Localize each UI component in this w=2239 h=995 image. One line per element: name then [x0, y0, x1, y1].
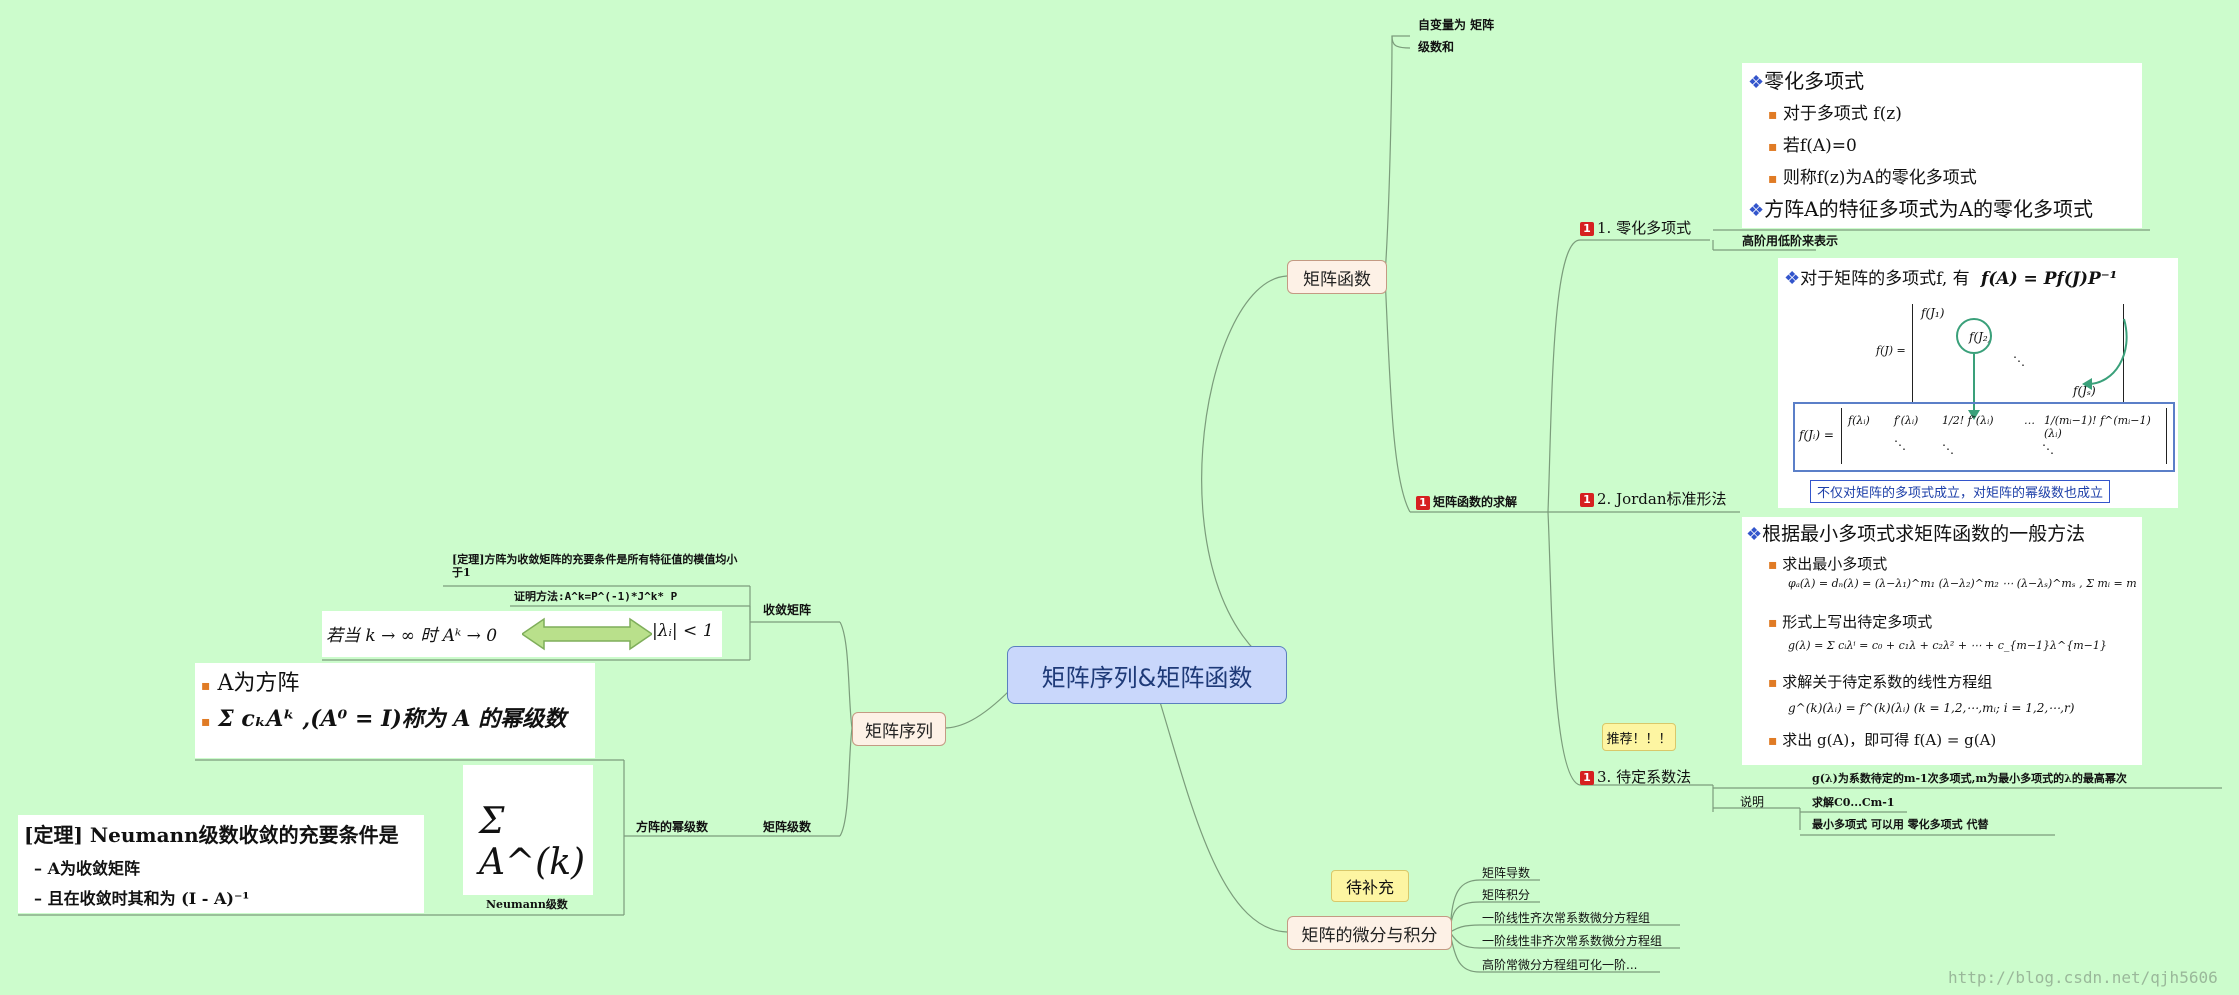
- mf-sub-series-sum[interactable]: 级数和: [1418, 40, 1455, 54]
- mf-sub-variable[interactable]: 自变量为 矩阵: [1418, 18, 1495, 32]
- jordan-formula: f(A) = Pf(J)P⁻¹: [1981, 269, 2118, 289]
- calc-item-integral[interactable]: 矩阵积分: [1482, 888, 1531, 902]
- square-bullet-icon: ▪: [201, 678, 211, 694]
- zero-poly-sub[interactable]: 高阶用低阶来表示: [1742, 234, 1839, 248]
- neumann-b2: – 且在收敛时其和为 (I - A)⁻¹: [34, 889, 250, 908]
- convergent-proof[interactable]: 证明方法:A^k=P^(-1)*J^k* P: [514, 590, 678, 603]
- convergent-card: 若当 k → ∞ 时 Aᵏ → 0 |λᵢ| < 1: [322, 611, 722, 657]
- square-bullet-icon: ▪: [1768, 107, 1778, 123]
- calc-item-derivative[interactable]: 矩阵导数: [1482, 866, 1531, 880]
- double-arrow-icon: [522, 617, 652, 651]
- fj-entry-1: f(J₁): [1921, 306, 1945, 320]
- matrix-function-label: 矩阵函数: [1303, 269, 1371, 290]
- neumann-theorem-card: [定理] Neumann级数收敛的充要条件是 – A为收敛矩阵 – 且在收敛时其…: [18, 815, 424, 913]
- undetermined-card: ❖根据最小多项式求矩阵函数的一般方法 ▪ 求出最小多项式 φₐ(λ) = dₙ(…: [1742, 517, 2142, 765]
- matrix-function-node[interactable]: 矩阵函数: [1287, 260, 1387, 294]
- und-h1: ❖根据最小多项式求矩阵函数的一般方法: [1746, 523, 2086, 545]
- recommend-tag: 推荐！！！: [1602, 723, 1676, 751]
- und-b2: ▪ 形式上写出待定多项式: [1768, 613, 1933, 631]
- fji-term-3: …: [2024, 414, 2035, 427]
- diamond-bullet-icon: ❖: [1748, 72, 1765, 93]
- watermark: http://blog.csdn.net/qjh5606: [1948, 968, 2218, 987]
- zero-poly-card: ❖零化多项式 ▪ 对于多项式 f(z) ▪ 若f(A)=0 ▪ 则称f(z)为A…: [1742, 63, 2142, 228]
- jordan-card: ❖对于矩阵的多项式f, 有 f(A) = Pf(J)P⁻¹ f(J) = f(J…: [1778, 258, 2178, 508]
- matrix-sequence-node[interactable]: 矩阵序列: [852, 712, 946, 746]
- zero-poly-b1: ▪ 对于多项式 f(z): [1768, 104, 1902, 124]
- jordan-intro: ❖对于矩阵的多项式f, 有 f(A) = Pf(J)P⁻¹: [1784, 268, 2118, 289]
- convergent-theorem[interactable]: [定理]方阵为收敛矩阵的充要条件是所有特征值的模值均小于1: [452, 553, 738, 579]
- calc-item-highorder[interactable]: 高阶常微分方程组可化一阶...: [1482, 958, 1638, 972]
- und-formula-3: g^(k)(λᵢ) = f^(k)(λᵢ) (k = 1,2,⋯,mᵢ; i =…: [1788, 701, 2075, 715]
- fji-label: f(Jᵢ) =: [1799, 428, 1834, 442]
- ddots-icon: ⋱: [2042, 442, 2054, 456]
- und-b3: ▪ 求解关于待定系数的线性方程组: [1768, 673, 1993, 691]
- diamond-bullet-icon: ❖: [1748, 200, 1765, 221]
- und-formula-1: φₐ(λ) = dₙ(λ) = (λ−λ₁)^m₁ (λ−λ₂)^m₂ ⋯ (λ…: [1788, 577, 2137, 590]
- priority-1-icon: 1: [1580, 493, 1594, 507]
- square-bullet-icon: ▪: [1768, 139, 1778, 155]
- jordan-arrows: [1956, 318, 2128, 420]
- matrix-sequence-label: 矩阵序列: [865, 721, 933, 742]
- und-formula-2: g(λ) = Σ cᵢλⁱ = c₀ + c₁λ + c₂λ² + ⋯ + c_…: [1788, 639, 2107, 652]
- undetermined-desc[interactable]: g(λ)为系数待定的m-1次多项式,m为最小多项式的λ的最高幂次: [1812, 772, 2127, 785]
- todo-tag: 待补充: [1331, 870, 1409, 902]
- calculus-node[interactable]: 矩阵的微分与积分: [1287, 916, 1452, 950]
- zero-poly-b2: ▪ 若f(A)=0: [1768, 136, 1857, 156]
- neumann-b1: – A为收敛矩阵: [34, 859, 140, 878]
- explain-item-2[interactable]: 最小多项式 可以用 零化多项式 代替: [1812, 818, 1989, 831]
- power-b2: ▪ Σ cₖAᵏ ,(A⁰ = I)称为 A 的幂级数: [201, 706, 567, 732]
- diamond-bullet-icon: ❖: [1784, 268, 1801, 289]
- square-bullet-icon: ▪: [1768, 171, 1778, 187]
- zero-poly-h1: ❖零化多项式: [1748, 69, 1865, 93]
- fji-term-0: f(λᵢ): [1848, 414, 1870, 427]
- fji-term-2: 1/2! f″(λᵢ): [1942, 414, 1994, 427]
- fji-box: f(Jᵢ) = f(λᵢ) f′(λᵢ) 1/2! f″(λᵢ) … 1/(mᵢ…: [1793, 402, 2175, 472]
- explain-item-1[interactable]: 求解C0...Cm-1: [1812, 796, 1895, 809]
- zero-poly-b3: ▪ 则称f(z)为A的零化多项式: [1768, 168, 1977, 188]
- square-bullet-icon: ▪: [1768, 733, 1778, 749]
- square-bullet-icon: ▪: [201, 714, 211, 730]
- neumann-card: Σ A^(k): [463, 765, 593, 895]
- root-node[interactable]: 矩阵序列&矩阵函数: [1007, 646, 1287, 704]
- power-series-node[interactable]: 方阵的幂级数: [636, 820, 709, 834]
- ddots-icon: ⋱: [1942, 442, 1954, 456]
- explain-label[interactable]: 说明: [1740, 795, 1765, 809]
- calculus-label: 矩阵的微分与积分: [1301, 925, 1438, 946]
- calc-item-homog[interactable]: 一阶线性齐次常系数微分方程组: [1482, 911, 1651, 925]
- priority-1-icon: 1: [1416, 495, 1430, 510]
- diamond-bullet-icon: ❖: [1746, 524, 1763, 545]
- priority-1-icon: 1: [1580, 222, 1594, 236]
- fji-term-4: 1/(mᵢ−1)! f^(mᵢ−1)(λᵢ): [2044, 414, 2151, 440]
- square-bullet-icon: ▪: [1768, 615, 1778, 631]
- convergent-cond-right: |λᵢ| < 1: [652, 621, 714, 641]
- root-title: 矩阵序列&矩阵函数: [1041, 663, 1253, 692]
- matrix-series-node[interactable]: 矩阵级数: [763, 820, 812, 834]
- jordan-note: 不仅对矩阵的多项式成立，对矩阵的幂级数也成立: [1810, 480, 2111, 503]
- fj-entry-2: f(J₂): [1969, 330, 1993, 344]
- ddots-icon: ⋱: [2013, 354, 2025, 368]
- ddots-icon: ⋱: [1894, 438, 1906, 452]
- convergent-node[interactable]: 收敛矩阵: [763, 603, 812, 617]
- power-b1: ▪ A为方阵: [201, 671, 300, 696]
- neumann-label[interactable]: Neumann级数: [486, 898, 568, 911]
- convergent-cond-left: 若当 k → ∞ 时 Aᵏ → 0: [326, 626, 498, 646]
- square-bullet-icon: ▪: [1768, 557, 1778, 573]
- power-series-card: ▪ A为方阵 ▪ Σ cₖAᵏ ,(A⁰ = I)称为 A 的幂级数: [195, 663, 595, 758]
- fj-label: f(J) =: [1876, 344, 1906, 357]
- calc-item-nonhomog[interactable]: 一阶线性非齐次常系数微分方程组: [1482, 934, 1663, 948]
- neumann-sum: Σ A^(k): [479, 801, 586, 883]
- und-b4: ▪ 求出 g(A)，即可得 f(A) = g(A): [1768, 731, 1997, 749]
- square-bullet-icon: ▪: [1768, 675, 1778, 691]
- zero-poly-h2: ❖方阵A的特征多项式为A的零化多项式: [1748, 197, 2094, 221]
- neumann-theorem-title: [定理] Neumann级数收敛的充要条件是: [24, 823, 399, 847]
- priority-1-icon: 1: [1580, 771, 1594, 785]
- und-b1: ▪ 求出最小多项式: [1768, 555, 1888, 573]
- fji-term-1: f′(λᵢ): [1894, 414, 1919, 427]
